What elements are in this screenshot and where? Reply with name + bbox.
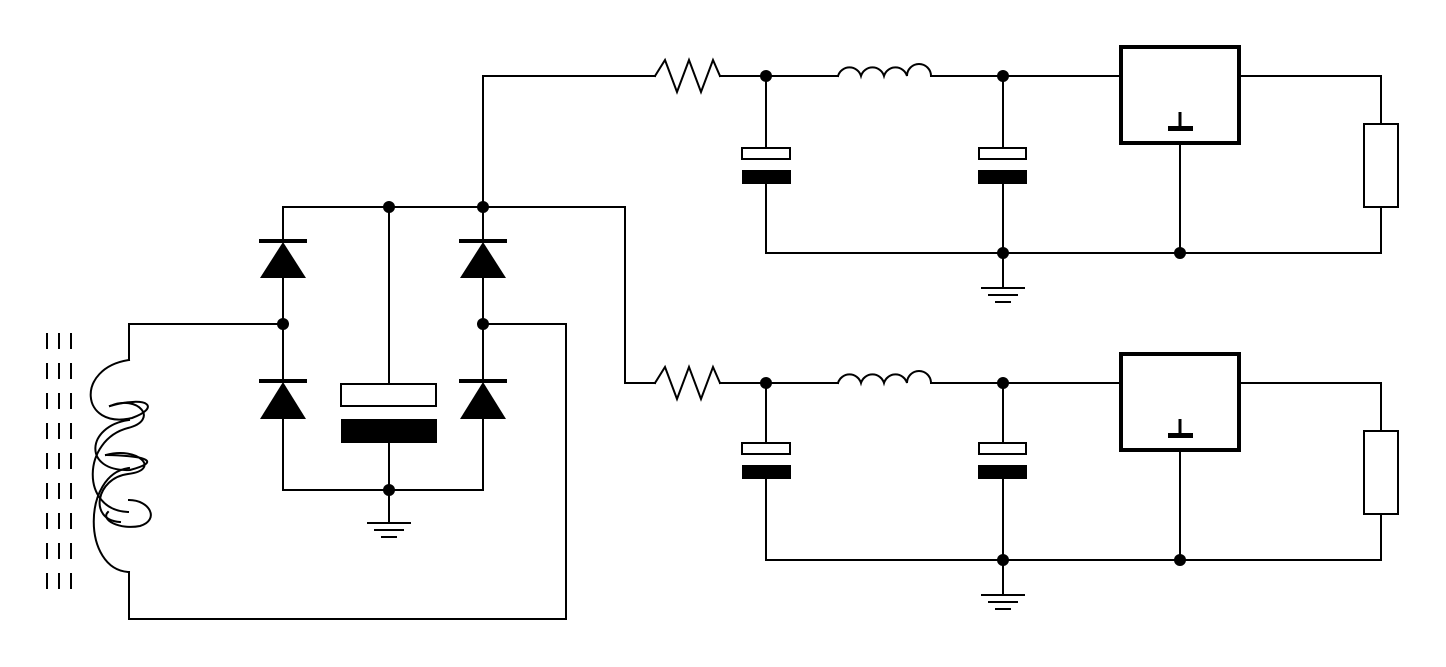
transformer-winding [89,323,567,620]
load-resistor [1363,123,1399,208]
supply-wiring [482,75,656,384]
diode-icon [459,239,507,278]
ground-icon [367,522,411,538]
capacitor-icon [741,147,791,184]
capacitor-icon [978,442,1027,479]
load-resistor [1363,430,1399,515]
diode-icon [459,379,507,419]
capacitor-icon [978,147,1027,184]
channel-upper [653,45,1399,303]
rectifier-wiring [282,206,484,524]
inductor-icon [836,63,933,80]
ground-icon [981,287,1025,303]
inductor-icon [836,370,933,387]
diode-icon [259,379,307,419]
regulator-icon [1119,352,1241,561]
capacitor-icon [741,442,791,479]
diode-icon [259,239,307,278]
resistor-icon [653,364,722,402]
junction-dots [277,70,1186,566]
ground-icon [981,594,1025,610]
regulator-icon [1119,45,1241,254]
resistor-icon [653,57,722,95]
channel-lower [653,352,1399,610]
transformer-core-lines [46,333,72,600]
main-capacitor [340,383,437,443]
